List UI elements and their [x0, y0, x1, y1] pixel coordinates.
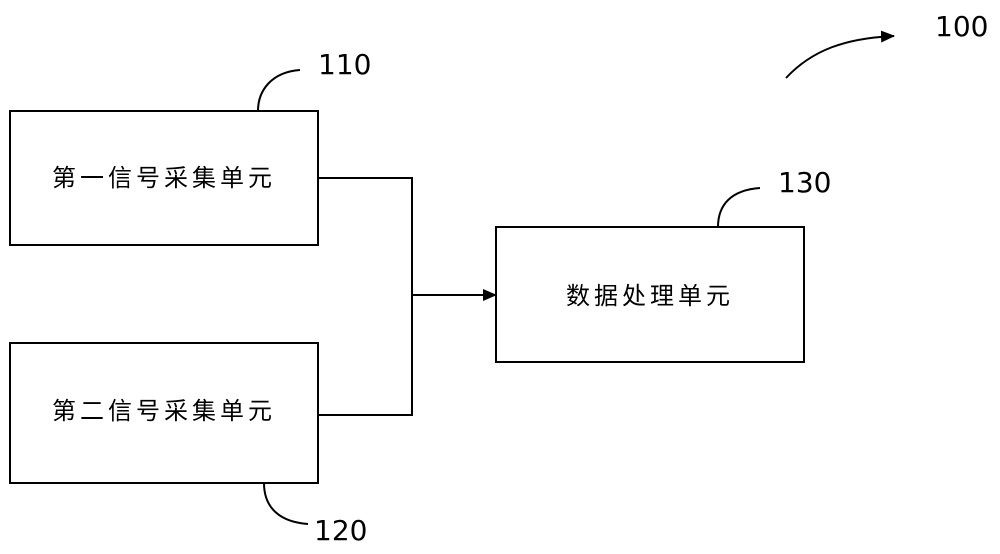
ref-120: 120 — [264, 483, 367, 547]
data-processing-unit: 数据处理单元 — [496, 227, 804, 362]
wire-from-120 — [318, 295, 412, 415]
figure-reference: 100 — [786, 10, 988, 78]
data-processing-unit-label: 数据处理单元 — [566, 282, 734, 310]
ref-130-leader — [718, 188, 760, 227]
ref-110: 110 — [258, 48, 371, 111]
ref-120-leader — [264, 483, 308, 524]
ref-130-label: 130 — [778, 166, 831, 199]
first-signal-acquisition-unit-label: 第一信号采集单元 — [52, 164, 276, 192]
ref-130: 130 — [718, 166, 831, 227]
connections — [318, 178, 496, 415]
ref-110-leader — [258, 70, 300, 111]
ref-120-label: 120 — [314, 514, 367, 547]
figure-curved-arrow-icon — [786, 36, 894, 78]
wire-from-110 — [318, 178, 412, 295]
second-signal-acquisition-unit-label: 第二信号采集单元 — [52, 397, 276, 425]
figure-number-label: 100 — [935, 10, 988, 43]
first-signal-acquisition-unit: 第一信号采集单元 — [10, 111, 318, 245]
second-signal-acquisition-unit: 第二信号采集单元 — [10, 343, 318, 483]
ref-110-label: 110 — [318, 48, 371, 81]
